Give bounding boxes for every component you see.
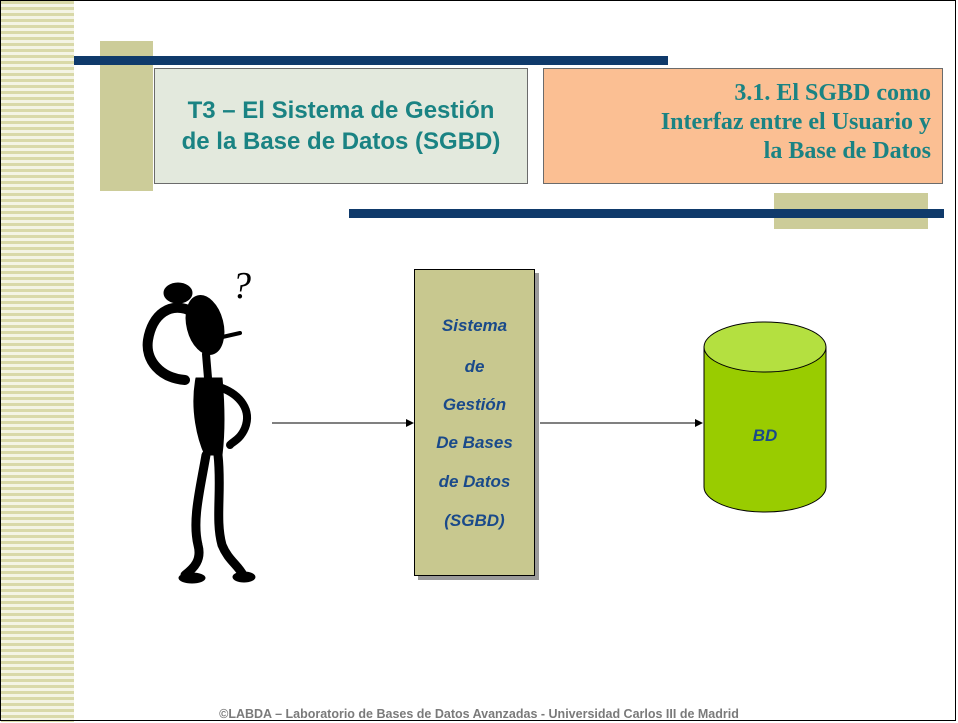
- question-mark: ?: [232, 265, 251, 307]
- sgbd-label-line: de: [464, 357, 485, 376]
- section-title-box: 3.1. El SGBD como Interfaz entre el Usua…: [543, 68, 943, 184]
- sgbd-box: Sistema de Gestión De Bases de Datos (SG…: [414, 269, 535, 576]
- section-title-line: 3.1. El SGBD como: [734, 80, 931, 106]
- section-title-line: Interfaz entre el Usuario y: [660, 109, 931, 135]
- sgbd-label-line: Gestión: [442, 395, 507, 414]
- sgbd-label-line: De Bases: [436, 433, 513, 452]
- arrow-user-to-sgbd: [272, 419, 414, 427]
- section-title-line: la Base de Datos: [763, 138, 931, 164]
- slide-title-box: T3 – El Sistema de Gestión de la Base de…: [154, 68, 528, 184]
- slide-title: T3 – El Sistema de Gestión de la Base de…: [181, 97, 501, 155]
- sgbd-label-line: de Datos: [438, 472, 511, 491]
- navy-bar-top: [74, 56, 668, 65]
- olive-block-left: [100, 41, 153, 191]
- database-cylinder: [703, 321, 827, 513]
- navy-bar-bottom: [349, 209, 944, 218]
- confused-user-icon: [142, 282, 256, 584]
- left-stripe-decoration: [1, 1, 74, 722]
- database-label: BD: [753, 426, 778, 445]
- arrow-sgbd-to-bd: [540, 419, 703, 427]
- footer-credit: ©LABDA – Laboratorio de Bases de Datos A…: [219, 707, 739, 721]
- sgbd-label-line: (SGBD): [444, 511, 505, 530]
- sgbd-label-line: Sistema: [441, 316, 508, 335]
